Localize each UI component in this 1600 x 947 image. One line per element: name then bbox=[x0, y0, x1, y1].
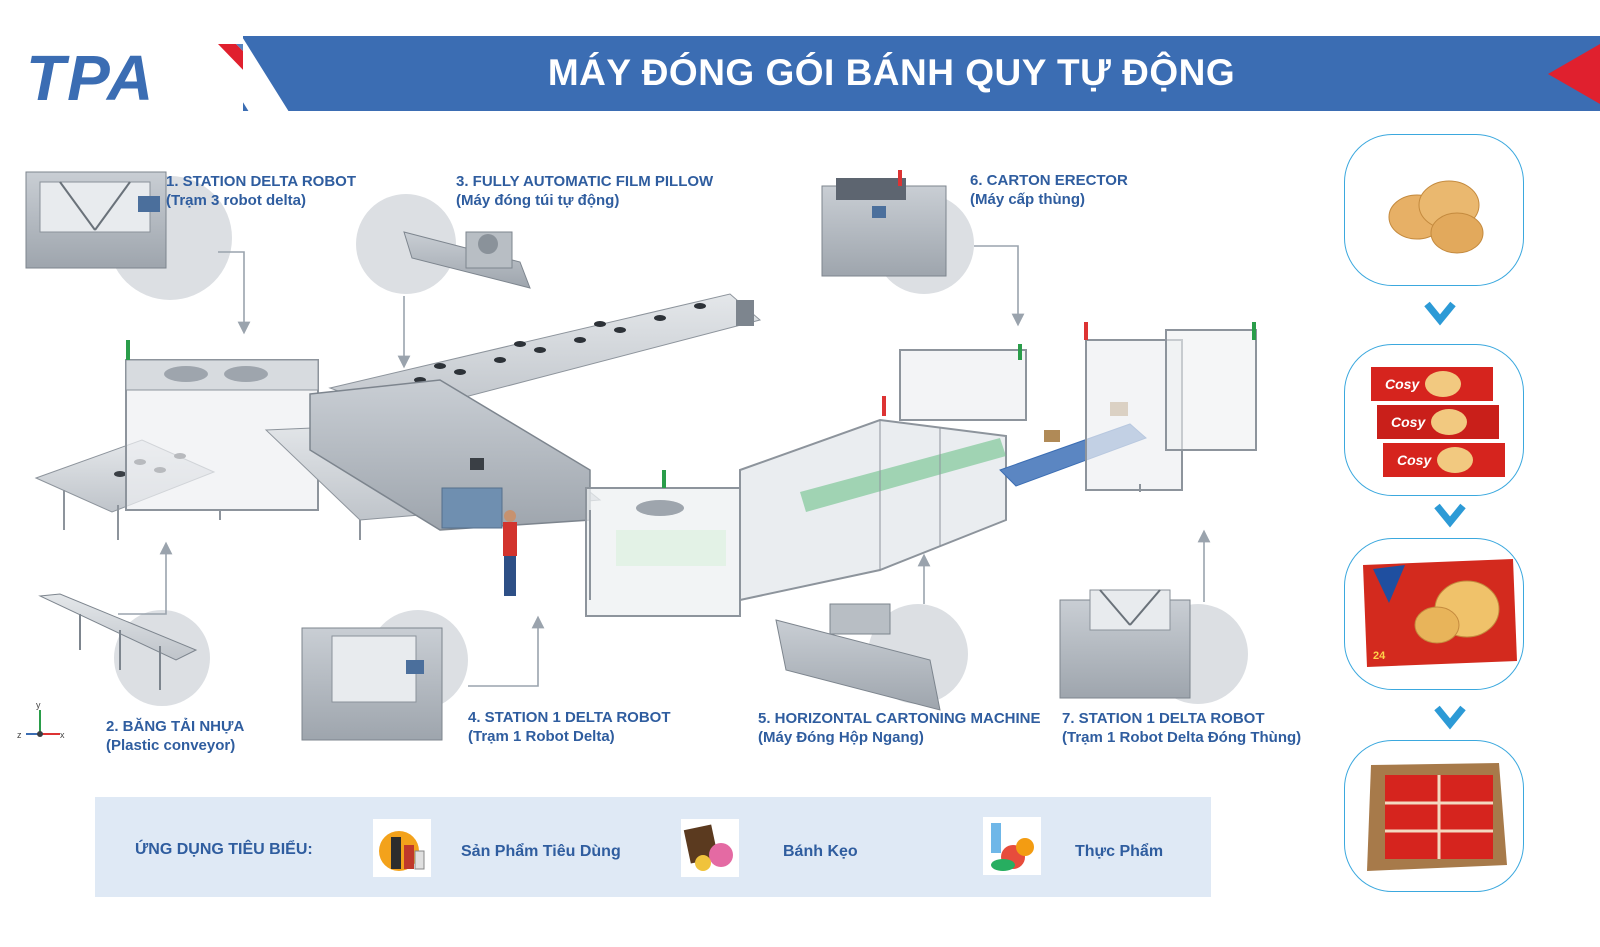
axis-y-label: y bbox=[36, 700, 41, 710]
station-2-subtitle: (Plastic conveyor) bbox=[106, 737, 236, 754]
product-biscuits bbox=[1344, 134, 1524, 286]
applications-heading: ỨNG DỤNG TIÊU BIỂU: bbox=[135, 841, 313, 858]
station-1-subtitle: (Trạm 3 robot delta) bbox=[166, 192, 307, 209]
station-4-photo bbox=[301, 610, 468, 741]
carton-box-image bbox=[1367, 763, 1507, 871]
page-title: MÁY ĐÓNG GÓI BÁNH QUY TỰ ĐỘNG bbox=[547, 52, 1236, 93]
pack-label-1: Cosy bbox=[1385, 376, 1420, 392]
axis-z-label: z bbox=[17, 730, 22, 740]
station-1-label: 1. STATION DELTA ROBOT (Trạm 3 robot del… bbox=[166, 172, 356, 210]
logo-text: TPA bbox=[26, 42, 155, 110]
pack-label-2: Cosy bbox=[1391, 414, 1426, 430]
station-7-subtitle: (Trạm 1 Robot Delta Đóng Thùng) bbox=[1062, 729, 1302, 746]
chevron-down-icon bbox=[1424, 301, 1456, 326]
production-line-diagram bbox=[25, 170, 1257, 741]
app-label-consumer: Sản Phẩm Tiêu Dùng bbox=[461, 843, 621, 860]
pack-label-3: Cosy bbox=[1397, 452, 1432, 468]
station-4-title: 4. STATION 1 DELTA ROBOT bbox=[468, 709, 671, 726]
biscuit-box-image: 24 bbox=[1363, 559, 1517, 667]
station-2-title: 2. BĂNG TẢI NHỰA bbox=[106, 718, 245, 735]
box-count-label: 24 bbox=[1373, 650, 1386, 662]
station-6-subtitle: (Máy cấp thùng) bbox=[970, 191, 1085, 208]
station-1-title: 1. STATION DELTA ROBOT bbox=[166, 173, 356, 190]
chevron-down-icon bbox=[1434, 503, 1466, 528]
station-2-photo bbox=[38, 593, 210, 706]
station-2-label: 2. BĂNG TẢI NHỰA (Plastic conveyor) bbox=[106, 717, 244, 755]
station-3-label: 3. FULLY AUTOMATIC FILM PILLOW (Máy đóng… bbox=[456, 172, 713, 210]
biscuit-packs-image: Cosy Cosy Cosy bbox=[1371, 367, 1505, 477]
station-6-label: 6. CARTON ERECTOR (Máy cấp thùng) bbox=[970, 171, 1128, 209]
station-5-label: 5. HORIZONTAL CARTONING MACHINE (Máy Đón… bbox=[758, 709, 1041, 747]
axis-triad-icon: y z x bbox=[17, 700, 65, 740]
confectionery-icon bbox=[681, 819, 739, 877]
station-3-photo bbox=[356, 194, 531, 294]
station-6-photo bbox=[821, 170, 974, 294]
station-5-photo bbox=[775, 603, 968, 711]
station-6-title: 6. CARTON ERECTOR bbox=[970, 172, 1128, 189]
station-1-photo bbox=[25, 171, 232, 300]
product-biscuit-packs: Cosy Cosy Cosy bbox=[1344, 344, 1524, 496]
food-icon bbox=[983, 817, 1041, 875]
station-5-title: 5. HORIZONTAL CARTONING MACHINE bbox=[758, 710, 1041, 727]
station-3-subtitle: (Máy đóng túi tự động) bbox=[456, 192, 620, 209]
station-7-label: 7. STATION 1 DELTA ROBOT (Trạm 1 Robot D… bbox=[1062, 709, 1301, 747]
axis-x-label: x bbox=[60, 730, 65, 740]
app-label-confectionery: Bánh Kẹo bbox=[783, 843, 858, 860]
station-5-subtitle: (Máy Đóng Hộp Ngang) bbox=[758, 729, 924, 746]
station-7-photo bbox=[1059, 589, 1248, 704]
chevron-down-icon bbox=[1434, 705, 1466, 730]
header-arrow-icon bbox=[1548, 44, 1600, 104]
biscuits-image bbox=[1388, 180, 1484, 254]
product-carton bbox=[1344, 740, 1524, 892]
station-4-label: 4. STATION 1 DELTA ROBOT (Trạm 1 Robot D… bbox=[468, 708, 671, 746]
station-4-subtitle: (Trạm 1 Robot Delta) bbox=[468, 728, 615, 745]
consumer-products-icon bbox=[373, 819, 431, 877]
header-band: MÁY ĐÓNG GÓI BÁNH QUY TỰ ĐỘNG bbox=[243, 36, 1600, 111]
station-3-title: 3. FULLY AUTOMATIC FILM PILLOW bbox=[456, 173, 714, 190]
product-biscuit-box: 24 bbox=[1344, 538, 1524, 690]
station-7-title: 7. STATION 1 DELTA ROBOT bbox=[1062, 710, 1265, 727]
applications-bar: ỨNG DỤNG TIÊU BIỂU: Sản Phẩm Tiêu Dùng B… bbox=[95, 797, 1211, 897]
app-label-food: Thực Phẩm bbox=[1075, 843, 1164, 860]
